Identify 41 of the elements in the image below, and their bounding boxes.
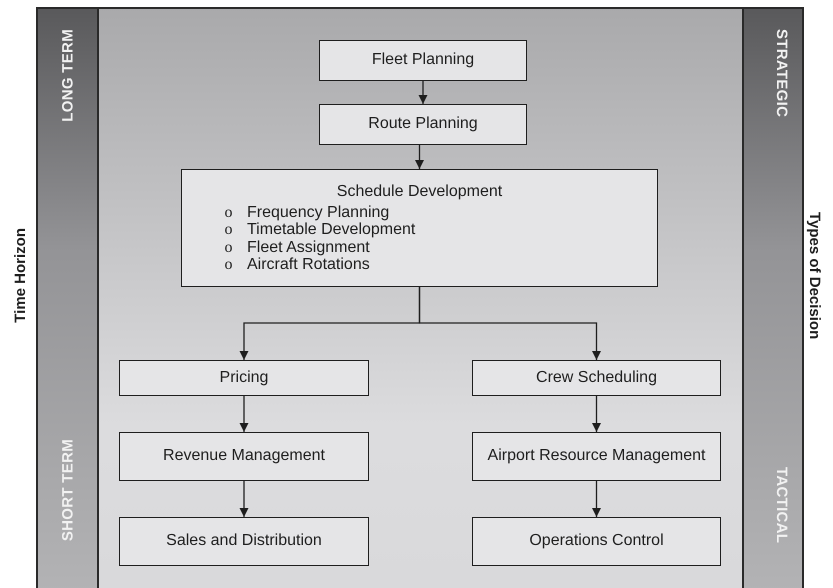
arrow — [592, 481, 601, 517]
box-label: Sales and Distribution — [166, 531, 322, 552]
time-band — [36, 7, 99, 588]
process-box — [472, 432, 721, 481]
axis-title: Time Horizon — [12, 228, 29, 323]
arrow — [418, 81, 428, 104]
axis-title: Types of Decision — [806, 212, 823, 340]
process-box — [119, 432, 369, 481]
arrow — [418, 287, 601, 360]
process-box — [472, 360, 721, 396]
bullet-marker: o — [224, 204, 234, 222]
process-box — [319, 40, 527, 81]
arrow — [240, 481, 248, 517]
box-label: Operations Control — [529, 531, 664, 552]
list-item: Timetable Development — [247, 221, 416, 239]
box-label: Revenue Management — [163, 446, 325, 466]
box-label: Crew Scheduling — [536, 368, 657, 388]
list-item: Fleet Assignment — [247, 238, 370, 256]
process-box — [119, 517, 369, 566]
box-label: Route Planning — [368, 114, 478, 134]
bullet-marker: o — [224, 238, 234, 256]
band-label: STRATEGIC — [773, 29, 790, 118]
arrow — [592, 396, 601, 432]
list-item: Frequency Planning — [247, 204, 390, 222]
bullet-marker: o — [224, 256, 234, 274]
process-box — [181, 169, 658, 287]
list-item: Aircraft Rotations — [247, 256, 370, 274]
process-box — [319, 104, 527, 145]
time-band — [742, 7, 804, 588]
box-label: Pricing — [220, 368, 268, 388]
arrow — [415, 145, 424, 169]
box-label: Fleet Planning — [372, 50, 474, 70]
band-label: LONG TERM — [59, 29, 76, 122]
band-label: TACTICAL — [773, 467, 790, 544]
process-box — [472, 517, 721, 566]
arrow — [240, 396, 248, 432]
bullet-marker: o — [224, 221, 234, 239]
box-label: Airport Resource Management — [488, 446, 706, 466]
process-box — [119, 360, 369, 396]
band-label: SHORT TERM — [59, 439, 76, 542]
box-heading: Schedule Development — [336, 182, 502, 202]
